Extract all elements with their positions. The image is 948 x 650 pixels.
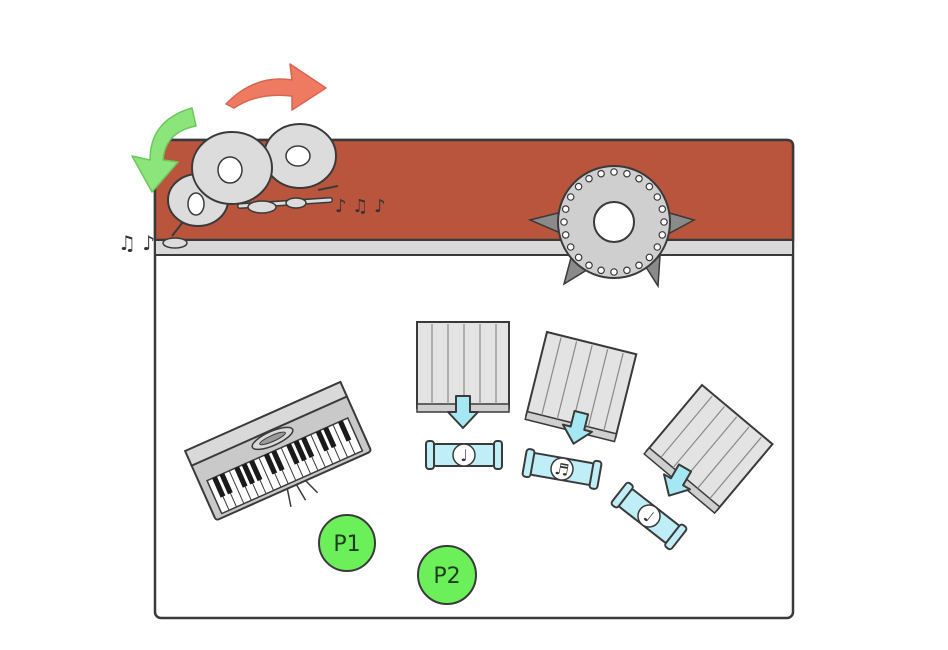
piano-white-key-edge bbox=[310, 434, 326, 468]
piano-black-key bbox=[263, 453, 278, 475]
gear-stud bbox=[561, 205, 570, 213]
music-notes-right: ♪ ♫ ♪ bbox=[335, 196, 386, 217]
glass-tube-3[interactable]: ♩ bbox=[609, 480, 689, 552]
gear-stud bbox=[610, 268, 618, 276]
player-token-p2[interactable]: P2 bbox=[417, 545, 477, 605]
wall-trim bbox=[154, 239, 794, 256]
piano-black-key bbox=[286, 443, 300, 465]
player-token-p2-label: P2 bbox=[433, 564, 460, 589]
rotate-cw-arrow-icon[interactable] bbox=[225, 63, 327, 111]
gear-stud bbox=[658, 205, 667, 213]
gear-stud bbox=[574, 182, 583, 191]
piano-black-key bbox=[234, 466, 248, 488]
gear-stud bbox=[635, 261, 643, 270]
drum-kit-icon[interactable] bbox=[162, 123, 339, 249]
gear-stud bbox=[658, 231, 667, 239]
gear-stud bbox=[566, 243, 575, 251]
gear-stud bbox=[574, 253, 583, 262]
gear-stud bbox=[623, 169, 631, 178]
gear-stud bbox=[660, 218, 668, 226]
rotate-ccw-arrow-icon[interactable] bbox=[131, 107, 197, 193]
piano-black-key bbox=[337, 420, 352, 442]
music-notes-left: ♫ ♪ bbox=[118, 231, 155, 255]
spiked-gear-icon[interactable] bbox=[527, 165, 696, 289]
piano-white-key-edge bbox=[258, 457, 274, 491]
piano-black-key bbox=[241, 463, 255, 485]
gear-stud bbox=[645, 253, 654, 262]
tube-2-glyph: ♬ bbox=[553, 459, 570, 480]
piano-black-key bbox=[323, 426, 337, 449]
piano-black-key bbox=[300, 436, 315, 459]
piano-black-key bbox=[249, 459, 263, 482]
piano-black-key bbox=[212, 476, 226, 498]
gear-stud bbox=[597, 266, 605, 275]
gear-stud bbox=[653, 243, 662, 251]
piano-black-key bbox=[293, 440, 307, 462]
player-token-p1-label: P1 bbox=[333, 532, 360, 557]
gear-stud bbox=[623, 266, 631, 275]
piano-white-key-edge bbox=[280, 447, 297, 481]
player-token-p1[interactable]: P1 bbox=[318, 514, 376, 572]
gear-stud bbox=[653, 193, 662, 201]
keyboard-piano-icon[interactable] bbox=[183, 380, 379, 537]
piano-white-key-edge bbox=[332, 424, 349, 458]
gear-stud bbox=[610, 168, 618, 176]
glass-tube-1[interactable]: ♩ bbox=[425, 440, 503, 470]
gear-stud bbox=[585, 261, 593, 270]
gear-stud bbox=[585, 174, 593, 183]
piano-black-key bbox=[315, 430, 330, 452]
gear-stud bbox=[597, 169, 605, 178]
gear-stud bbox=[560, 218, 568, 226]
gear-stud bbox=[645, 182, 654, 191]
gear-stud bbox=[566, 193, 575, 201]
gear-stud bbox=[561, 231, 570, 239]
glass-tube-2[interactable]: ♬ bbox=[521, 447, 603, 491]
piano-white-key-edge bbox=[228, 470, 245, 504]
tube-1-glyph: ♩ bbox=[460, 446, 468, 465]
piano-black-key bbox=[219, 473, 233, 495]
piano-black-key bbox=[271, 449, 285, 472]
gear-stud bbox=[635, 174, 643, 183]
